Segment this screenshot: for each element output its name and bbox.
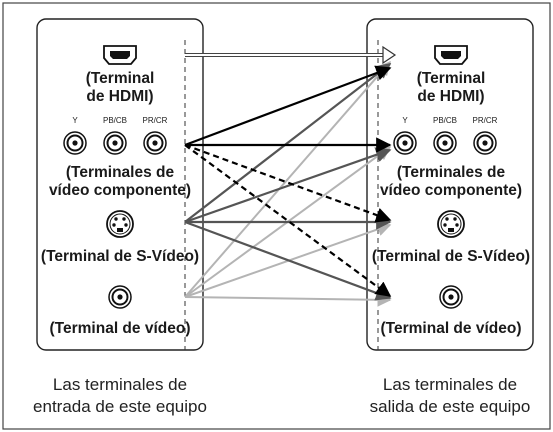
- svideo-to-hdmi-line: [184, 63, 392, 223]
- output-comp-pr-label: PR/CR: [473, 116, 498, 125]
- s-video-jack-icon: [106, 210, 134, 238]
- hdmi-arrowhead: [382, 45, 397, 65]
- input-comp-pb-label: PB/CB: [103, 116, 127, 125]
- output-component-group: Y PB/CB PR/CR (Terminales de vídeo compo…: [380, 116, 522, 199]
- rca-jack-icon: [108, 285, 132, 309]
- rca-jack-icon: [63, 131, 87, 155]
- input-caption-line-2: entrada de este equipo: [33, 397, 207, 416]
- input-svideo-group: (Terminal de S-Vídeo): [41, 210, 199, 265]
- rca-jack-icon: [393, 131, 417, 155]
- rca-jack-icon: [439, 285, 463, 309]
- hdmi-port-icon: [434, 45, 468, 65]
- input-panel: [36, 18, 204, 351]
- output-comp-pb-label: PB/CB: [433, 116, 457, 125]
- svideo-signal-lines: [184, 63, 392, 301]
- input-comp-label-2: vídeo componente): [49, 182, 191, 199]
- output-hdmi-group: (Terminal de HDMI): [417, 45, 486, 105]
- output-comp-y-label: Y: [402, 116, 408, 125]
- rca-jack-icon: [143, 131, 167, 155]
- output-hdmi-label-2: de HDMI): [417, 88, 484, 105]
- rca-jack-icon: [473, 131, 497, 155]
- input-video-label: (Terminal de vídeo): [50, 320, 191, 337]
- input-caption-line-1: Las terminales de: [53, 375, 187, 394]
- output-hdmi-label-1: (Terminal: [417, 70, 486, 87]
- video-to-hdmi-line: [184, 60, 391, 298]
- input-hdmi-label-2: de HDMI): [86, 88, 153, 105]
- component-to-hdmi-line: [184, 65, 392, 147]
- component-signal-lines: [184, 65, 392, 297]
- component-to-video-line: [184, 144, 392, 297]
- output-comp-label-2: vídeo componente): [380, 182, 522, 199]
- output-svideo-label: (Terminal de S-Vídeo): [372, 248, 530, 265]
- svideo-to-component-line: [184, 147, 392, 224]
- output-video-group: (Terminal de vídeo): [381, 285, 522, 337]
- hdmi-signal-line: [185, 45, 397, 65]
- input-video-group: (Terminal de vídeo): [50, 285, 191, 337]
- svideo-to-video-line: [184, 220, 392, 301]
- hdmi-port-icon: [103, 45, 137, 65]
- output-panel: [366, 18, 534, 351]
- input-hdmi-label-1: (Terminal: [86, 70, 155, 87]
- rca-jack-icon: [433, 131, 457, 155]
- component-to-svideo-line: [184, 143, 392, 223]
- input-comp-y-label: Y: [72, 116, 78, 125]
- output-video-label: (Terminal de vídeo): [381, 320, 522, 337]
- rca-jack-icon: [103, 131, 127, 155]
- output-svideo-group: (Terminal de S-Vídeo): [372, 210, 530, 265]
- video-to-video-line: [184, 292, 392, 307]
- output-caption-line-2: salida de este equipo: [370, 397, 531, 416]
- s-video-jack-icon: [437, 210, 465, 238]
- output-caption-line-1: Las terminales de: [383, 375, 517, 394]
- output-comp-label-1: (Terminales de: [397, 164, 506, 181]
- input-comp-pr-label: PR/CR: [143, 116, 168, 125]
- input-component-group: Y PB/CB PR/CR (Terminales de vídeo compo…: [49, 116, 191, 199]
- input-comp-label-1: (Terminales de: [66, 164, 175, 181]
- input-svideo-label: (Terminal de S-Vídeo): [41, 248, 199, 265]
- input-hdmi-group: (Terminal de HDMI): [86, 45, 155, 105]
